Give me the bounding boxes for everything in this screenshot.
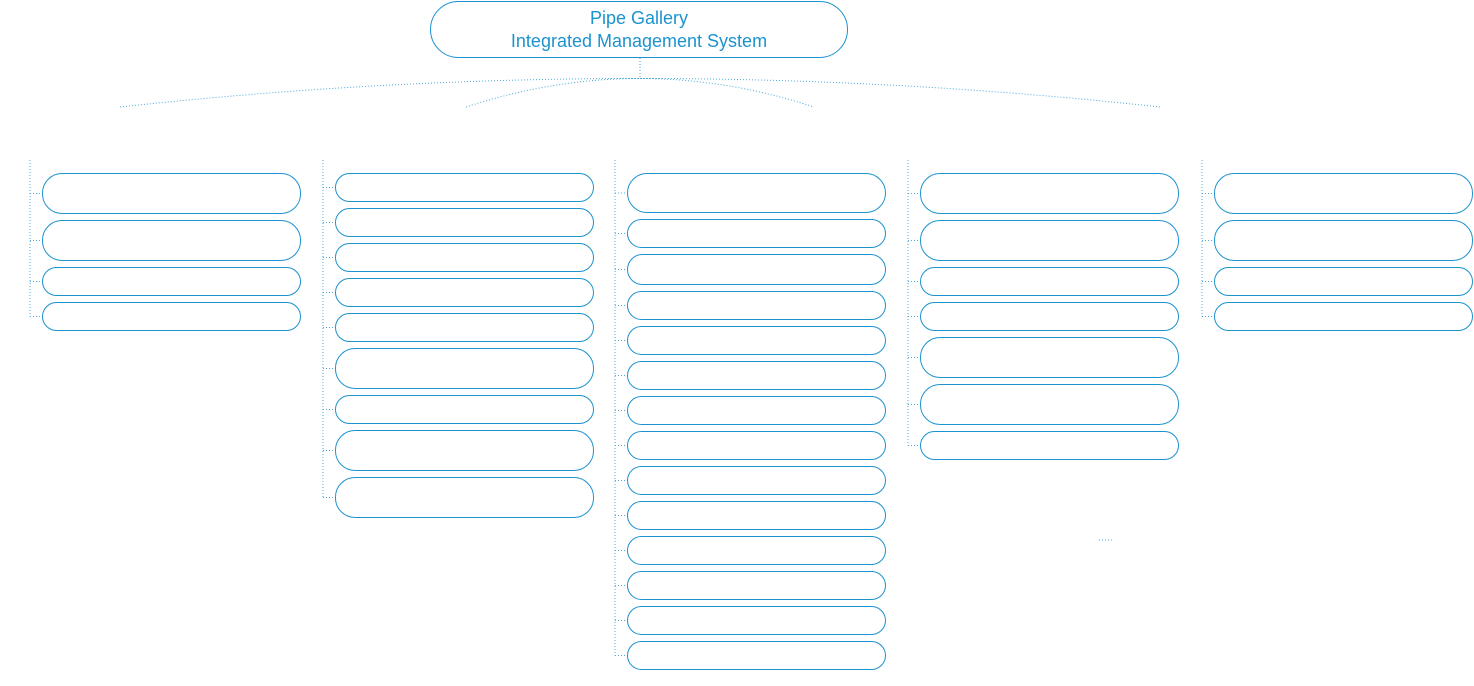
branch-2-node — [335, 208, 594, 237]
branch-3-node — [627, 173, 886, 213]
root-title-line-2: Integrated Management System — [510, 30, 768, 51]
branch-1-node — [42, 302, 301, 331]
branch-3-node — [627, 396, 886, 425]
branch-3-node — [627, 571, 886, 600]
branch-3-node — [627, 466, 886, 495]
branch-3-node — [627, 641, 886, 670]
branch-4-node — [920, 220, 1179, 261]
branch-3-node — [627, 431, 886, 460]
branch-2-node — [335, 278, 594, 307]
inner-arc — [465, 78, 815, 108]
branch-1-node — [42, 173, 301, 214]
branch-5-node — [1214, 302, 1473, 331]
branch-4-node — [920, 431, 1179, 460]
branch-5-node — [1214, 173, 1473, 214]
branch-4-node — [920, 173, 1179, 214]
branch-4-node — [920, 302, 1179, 331]
branch-3-node — [627, 219, 886, 248]
branch-2-node — [335, 348, 594, 389]
branch-3-node — [627, 361, 886, 390]
branch-5-node — [1214, 220, 1473, 261]
branch-4-node — [920, 384, 1179, 425]
outer-arc — [119, 78, 1161, 108]
branch-3-node — [627, 291, 886, 320]
branch-2-node — [335, 430, 594, 471]
branch-4-node — [920, 267, 1179, 296]
branch-3-node — [627, 501, 886, 530]
branch-2-node — [335, 313, 594, 342]
branch-2-node — [335, 395, 594, 424]
branch-2-node — [335, 477, 594, 518]
branch-3-node — [627, 254, 886, 285]
branch-2-node — [335, 243, 594, 272]
branch-1-node — [42, 267, 301, 296]
root-title-line-1: Pipe Gallery — [589, 7, 689, 28]
branch-5-node — [1214, 267, 1473, 296]
branch-4-node — [920, 337, 1179, 378]
root-node: Pipe Gallery Integrated Management Syste… — [430, 1, 848, 58]
branch-2-node — [335, 173, 594, 202]
branch-1-node — [42, 220, 301, 261]
branch-3-node — [627, 606, 886, 635]
branch-3-node — [627, 536, 886, 565]
branch-3-node — [627, 326, 886, 355]
